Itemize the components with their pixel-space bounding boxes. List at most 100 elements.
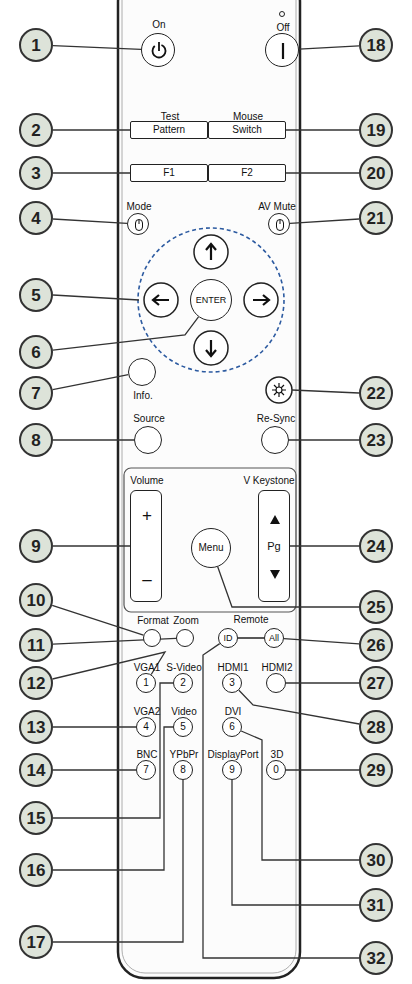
remote-button: ENTER: [190, 279, 232, 321]
callout-number-text: 15: [27, 810, 46, 827]
remote-button: DVI6: [222, 717, 242, 737]
mouse-icon: [269, 214, 291, 236]
callout-number: 3: [19, 156, 53, 190]
button-label: VGA2: [134, 707, 161, 717]
callout-number: 10: [19, 583, 53, 617]
callout-number: 19: [359, 113, 393, 147]
leader-line: [286, 769, 359, 770]
remote-button: On: [141, 33, 175, 67]
button-label: 0: [273, 765, 279, 775]
remote-button: BNC7: [136, 760, 156, 780]
button-label: V Keystone: [243, 476, 294, 486]
remote-button: 3D0: [266, 760, 286, 780]
callout-number: 1: [19, 28, 53, 62]
remote-button: YPbPr8: [173, 760, 193, 780]
volume-keystone-panel: [124, 468, 296, 612]
button-label: Off: [276, 23, 289, 33]
callout-number-text: 27: [367, 675, 386, 692]
off-indicator: [280, 12, 285, 17]
remote-button: DisplayPort9: [222, 760, 242, 780]
remote-button: VGA11: [136, 673, 156, 693]
callout-number: 28: [359, 710, 393, 744]
callout-number: 31: [359, 888, 393, 922]
callout-number-text: 6: [31, 344, 40, 361]
leader-line: [53, 545, 130, 546]
button-label: All: [269, 634, 279, 643]
remote-button: Menu: [191, 528, 231, 568]
callout-number: 20: [359, 156, 393, 190]
button-label: Mode: [126, 202, 151, 212]
button-label: S-Video: [166, 663, 201, 673]
button-label: Video: [171, 707, 196, 717]
button-label: Pg: [267, 541, 280, 552]
leader-line: [53, 439, 134, 440]
leader-line: [53, 683, 173, 818]
button-label: 4: [143, 722, 149, 732]
button-label: Volume: [130, 476, 163, 486]
arrow-up-button: [194, 235, 228, 269]
callout-number: 23: [359, 423, 393, 457]
callout-number-text: 31: [367, 897, 386, 914]
callout-number-text: 23: [367, 432, 386, 449]
leader-line: [290, 219, 359, 223]
remote-button: HDMI13: [222, 673, 242, 693]
leader-line: [289, 439, 359, 440]
button-label: 9: [229, 765, 235, 775]
button-label: 3: [229, 678, 235, 688]
callout-number-text: 12: [27, 675, 46, 692]
group-label: Remote: [233, 615, 268, 625]
callout-number-text: 9: [31, 538, 40, 555]
callout-number: 24: [359, 529, 393, 563]
leader-line: [53, 317, 199, 350]
remote-button: ID: [218, 628, 238, 648]
leader-line: [53, 172, 130, 173]
remote-button: Re-Sync: [261, 426, 289, 454]
callout-number-text: 16: [27, 862, 46, 879]
remote-button: HDMI2: [266, 673, 286, 693]
button-label: 1: [143, 678, 149, 688]
callout-number-text: 32: [367, 950, 386, 967]
remote-button: VGA24: [136, 717, 156, 737]
callout-number-text: 8: [31, 432, 40, 449]
button-label: BNC: [136, 750, 157, 760]
callout-number-text: 19: [367, 122, 386, 139]
button-label: F2: [241, 168, 253, 178]
leader-line: [53, 129, 130, 130]
callout-number: 21: [359, 201, 393, 235]
callout-number: 32: [359, 941, 393, 975]
leader-line: [53, 219, 127, 223]
callout-number: 22: [359, 376, 393, 410]
callout-number: 17: [19, 925, 53, 959]
button-label: 8: [180, 765, 186, 775]
callout-number: 12: [19, 666, 53, 700]
button-label: F1: [163, 168, 175, 178]
callout-number: 2: [19, 113, 53, 147]
button-label: On: [152, 20, 165, 30]
button-label: VGA1: [134, 663, 161, 673]
leader-line: [286, 129, 359, 130]
remote-button: Zoom: [176, 629, 194, 647]
callout-number-text: 29: [367, 762, 386, 779]
leader-line: [53, 780, 183, 942]
button-label: Switch: [232, 125, 261, 135]
callout-number-text: 22: [367, 385, 386, 402]
callout-number-text: 2: [31, 122, 40, 139]
leader-line: [53, 46, 141, 50]
leader-line: [53, 727, 173, 870]
remote-button: S-Video2: [173, 673, 193, 693]
callout-number-text: 5: [31, 287, 40, 304]
leader-line: [239, 690, 359, 724]
button-label: Menu: [198, 543, 223, 553]
button-label: Format: [137, 616, 169, 626]
callout-number-text: 20: [367, 165, 386, 182]
button-label: 7: [143, 765, 149, 775]
leader-line: [286, 172, 359, 173]
callout-number: 29: [359, 753, 393, 787]
remote-button: All: [264, 628, 284, 648]
button-label: Info.: [133, 391, 152, 401]
remote-button: MouseSwitch: [208, 121, 286, 139]
remote-button: F1: [130, 164, 208, 182]
callout-number: 9: [19, 529, 53, 563]
